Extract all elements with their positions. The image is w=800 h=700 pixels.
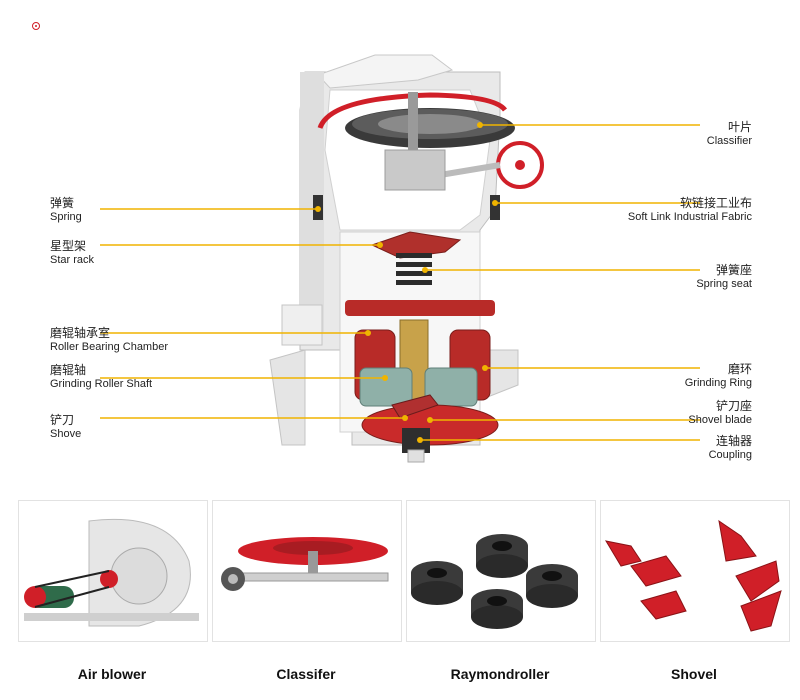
grinding-base: [361, 394, 499, 463]
classifier-illustration: [221, 537, 389, 591]
label-spring-en: Spring: [50, 211, 82, 223]
label-star-rack-en: Star rack: [50, 254, 95, 266]
label-shove: 铲刀 Shove: [50, 413, 81, 441]
star-rack-assembly: [370, 231, 462, 285]
label-grinding-roller-shaft-cn: 磨辊轴: [50, 363, 87, 377]
caption-raymondroller: Raymondroller: [450, 666, 550, 682]
label-spring-cn: 弹簧: [50, 196, 75, 210]
brand-dot-icon: [32, 22, 40, 30]
label-star-rack: 星型架 Star rack: [50, 239, 94, 267]
label-shovel-blade-en: Shovel blade: [688, 414, 752, 426]
label-roller-bearing-chamber: 磨辊轴承室 Roller Bearing Chamber: [50, 326, 168, 354]
leader-lines: [100, 124, 700, 441]
label-roller-bearing-chamber-en: Roller Bearing Chamber: [50, 341, 168, 353]
caption-air-blower: Air blower: [77, 666, 147, 682]
label-grinding-ring: 磨环 Grinding Ring: [685, 362, 752, 390]
label-shove-cn: 铲刀: [50, 413, 75, 427]
label-classifier: 叶片 Classifier: [707, 120, 752, 148]
label-grinding-roller-shaft: 磨辊轴 Grinding Roller Shaft: [50, 363, 152, 391]
label-soft-link-en: Soft Link Industrial Fabric: [627, 211, 752, 223]
air-blower-illustration: [24, 518, 199, 627]
label-grinding-roller-shaft-en: Grinding Roller Shaft: [50, 378, 153, 390]
thumb-air-blower: [18, 500, 208, 642]
mill-diagram: 弹簧 Spring 星型架 Star rack 磨辊轴承室 Roller Bea…: [50, 54, 752, 463]
thumb-classifier: [212, 500, 402, 642]
caption-shovel: Shovel: [671, 666, 717, 682]
label-coupling-en: Coupling: [708, 449, 752, 461]
roller-assembly: [345, 300, 495, 431]
label-coupling-cn: 连轴器: [715, 434, 752, 448]
label-spring: 弹簧 Spring: [50, 196, 82, 224]
caption-classifier: Classifer: [276, 666, 336, 682]
label-classifier-en: Classifier: [706, 135, 752, 147]
thumb-raymondroller: [406, 500, 596, 642]
label-spring-seat-cn: 弹簧座: [715, 263, 752, 277]
label-spring-seat: 弹簧座 Spring seat: [696, 263, 752, 291]
label-star-rack-cn: 星型架: [50, 239, 87, 253]
label-soft-link-cn: 软链接工业布: [679, 196, 752, 210]
label-roller-bearing-chamber-cn: 磨辊轴承室: [50, 326, 111, 340]
raymondroller-illustration: [411, 534, 578, 629]
label-spring-seat-en: Spring seat: [696, 278, 752, 290]
mill-cutaway-illustration: [100, 54, 700, 463]
label-soft-link: 软链接工业布 Soft Link Industrial Fabric: [628, 196, 752, 224]
label-coupling: 连轴器 Coupling: [709, 434, 752, 462]
classifier-wheel: [317, 92, 515, 182]
label-grinding-ring-cn: 磨环: [727, 362, 752, 376]
label-shovel-blade-cn: 铲刀座: [715, 399, 752, 413]
leader-dots: [315, 122, 498, 443]
adjust-handwheel: [384, 141, 544, 191]
label-shove-en: Shove: [50, 428, 82, 440]
thumb-shovel: [600, 500, 790, 642]
label-classifier-cn: 叶片: [727, 120, 752, 134]
label-grinding-ring-en: Grinding Ring: [684, 377, 752, 389]
shovel-illustration: [604, 519, 782, 632]
label-shovel-blade: 铲刀座 Shovel blade: [688, 399, 752, 427]
